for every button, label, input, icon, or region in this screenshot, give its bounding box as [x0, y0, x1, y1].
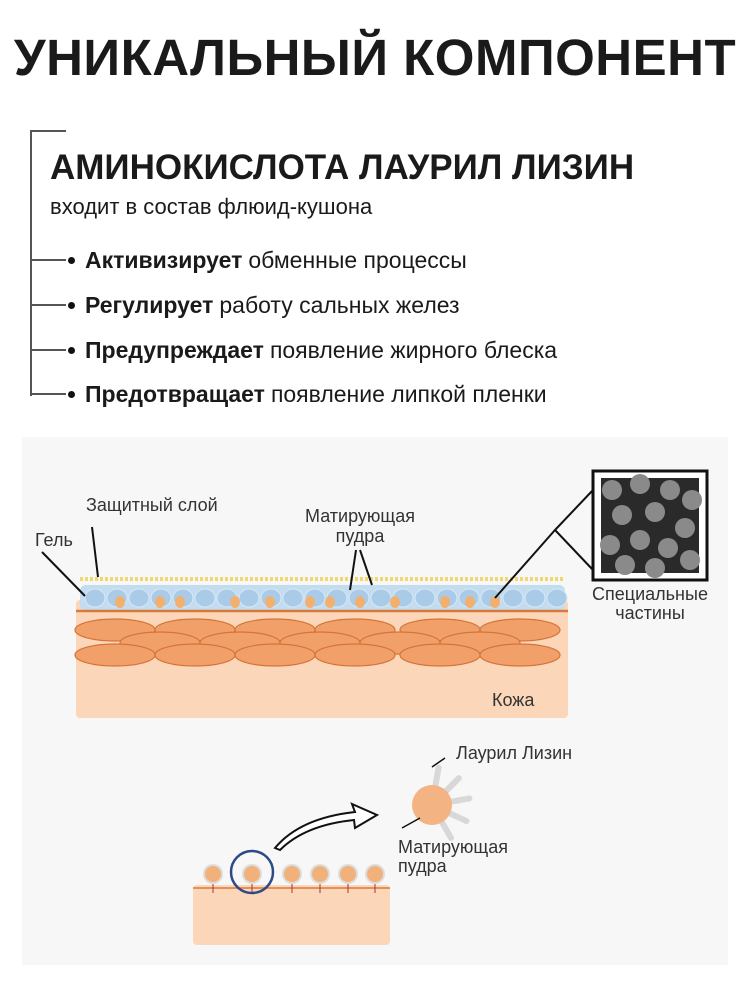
powder-particle — [440, 596, 450, 608]
powder-particle — [312, 866, 328, 882]
micro-particle — [675, 518, 695, 538]
gel-bubble — [282, 588, 304, 608]
label-protective-layer: Защитный слой — [86, 495, 218, 515]
powder-particle — [155, 596, 165, 608]
small-particles — [203, 864, 385, 893]
micro-particle — [612, 505, 632, 525]
gel-bubbles — [84, 588, 568, 608]
skin-cell — [399, 643, 481, 667]
benefit-text: появление жирного блеска — [269, 336, 558, 363]
gel-bubble — [502, 588, 524, 608]
micro-particle — [660, 480, 680, 500]
gel-bubble — [414, 588, 436, 608]
micrograph-particles — [600, 474, 702, 578]
small-skin-block — [193, 885, 390, 945]
benefit-text: обменные процессы — [248, 246, 467, 273]
component-subheading: входит в состав флюид-кушона — [50, 194, 373, 219]
powder-particle — [490, 596, 500, 608]
label-matte-powder-1: Матирующая — [305, 506, 415, 526]
micro-particle — [600, 535, 620, 555]
page-title: УНИКАЛЬНЫЙ КОМПОНЕНТ — [13, 29, 737, 86]
lauryl-lysine-particle — [412, 764, 473, 841]
label-matte-powder-2: пудра — [336, 526, 386, 546]
micro-particle — [615, 555, 635, 575]
bullet-dot-icon — [68, 390, 75, 398]
label-gel: Гель — [35, 530, 73, 550]
bullet-dot-icon — [68, 346, 75, 354]
skin-cell — [234, 643, 316, 667]
skin-cells — [74, 618, 561, 667]
powder-particle — [244, 866, 260, 882]
gel-bubble — [524, 588, 546, 608]
powder-particle — [355, 596, 365, 608]
micro-particle — [645, 502, 665, 522]
gel-bubble — [370, 588, 392, 608]
powder-particle — [205, 866, 221, 882]
micro-particle — [630, 474, 650, 494]
skin-cell — [314, 643, 396, 667]
gel-bubble — [128, 588, 150, 608]
powder-particle — [265, 596, 275, 608]
highlight-circle — [229, 849, 275, 895]
powder-particle — [465, 596, 475, 608]
benefit-bold: Предотвращает — [85, 380, 265, 407]
powder-particle — [340, 866, 356, 882]
label-powder-1: Матирующая — [398, 837, 508, 857]
gel-bubble — [546, 588, 568, 608]
powder-particle — [305, 596, 315, 608]
label-lauryl-lysine: Лаурил Лизин — [456, 743, 572, 763]
benefit-bold: Предупреждает — [85, 336, 264, 363]
bullet-dot-icon — [68, 301, 75, 309]
powder-core — [412, 785, 452, 825]
benefit-bold: Активизирует — [85, 246, 243, 273]
benefit-text: работу сальных желез — [219, 291, 460, 318]
gel-bubble — [238, 588, 260, 608]
powder-particle — [367, 866, 383, 882]
powder-particle — [175, 596, 185, 608]
benefit-text: появление липкой пленки — [270, 380, 547, 407]
micro-particle — [658, 538, 678, 558]
label-skin: Кожа — [492, 690, 535, 710]
micro-particle — [680, 550, 700, 570]
micro-particle — [645, 558, 665, 578]
arrow-icon — [273, 802, 380, 852]
skin-cell — [154, 643, 236, 667]
micro-particle — [682, 490, 702, 510]
skin-cell — [479, 643, 561, 667]
powder-particle — [390, 596, 400, 608]
skin-cell — [74, 643, 156, 667]
label-special-1: Специальные — [592, 584, 708, 604]
powder-particle — [325, 596, 335, 608]
benefit-bold: Регулирует — [85, 291, 214, 318]
powder-particle — [284, 866, 300, 882]
powder-particle — [115, 596, 125, 608]
label-special-2: частины — [615, 603, 685, 623]
gel-bubble — [84, 588, 106, 608]
micro-particle — [630, 530, 650, 550]
bullet-dot-icon — [68, 256, 75, 264]
powder-particle — [230, 596, 240, 608]
bracket-top-line — [30, 130, 66, 132]
micro-particle — [602, 480, 622, 500]
bracket-line — [30, 130, 32, 396]
label-powder-2: пудра — [398, 856, 448, 876]
gel-bubble — [194, 588, 216, 608]
component-heading: АМИНОКИСЛОТА ЛАУРИЛ ЛИЗИН — [50, 148, 635, 187]
